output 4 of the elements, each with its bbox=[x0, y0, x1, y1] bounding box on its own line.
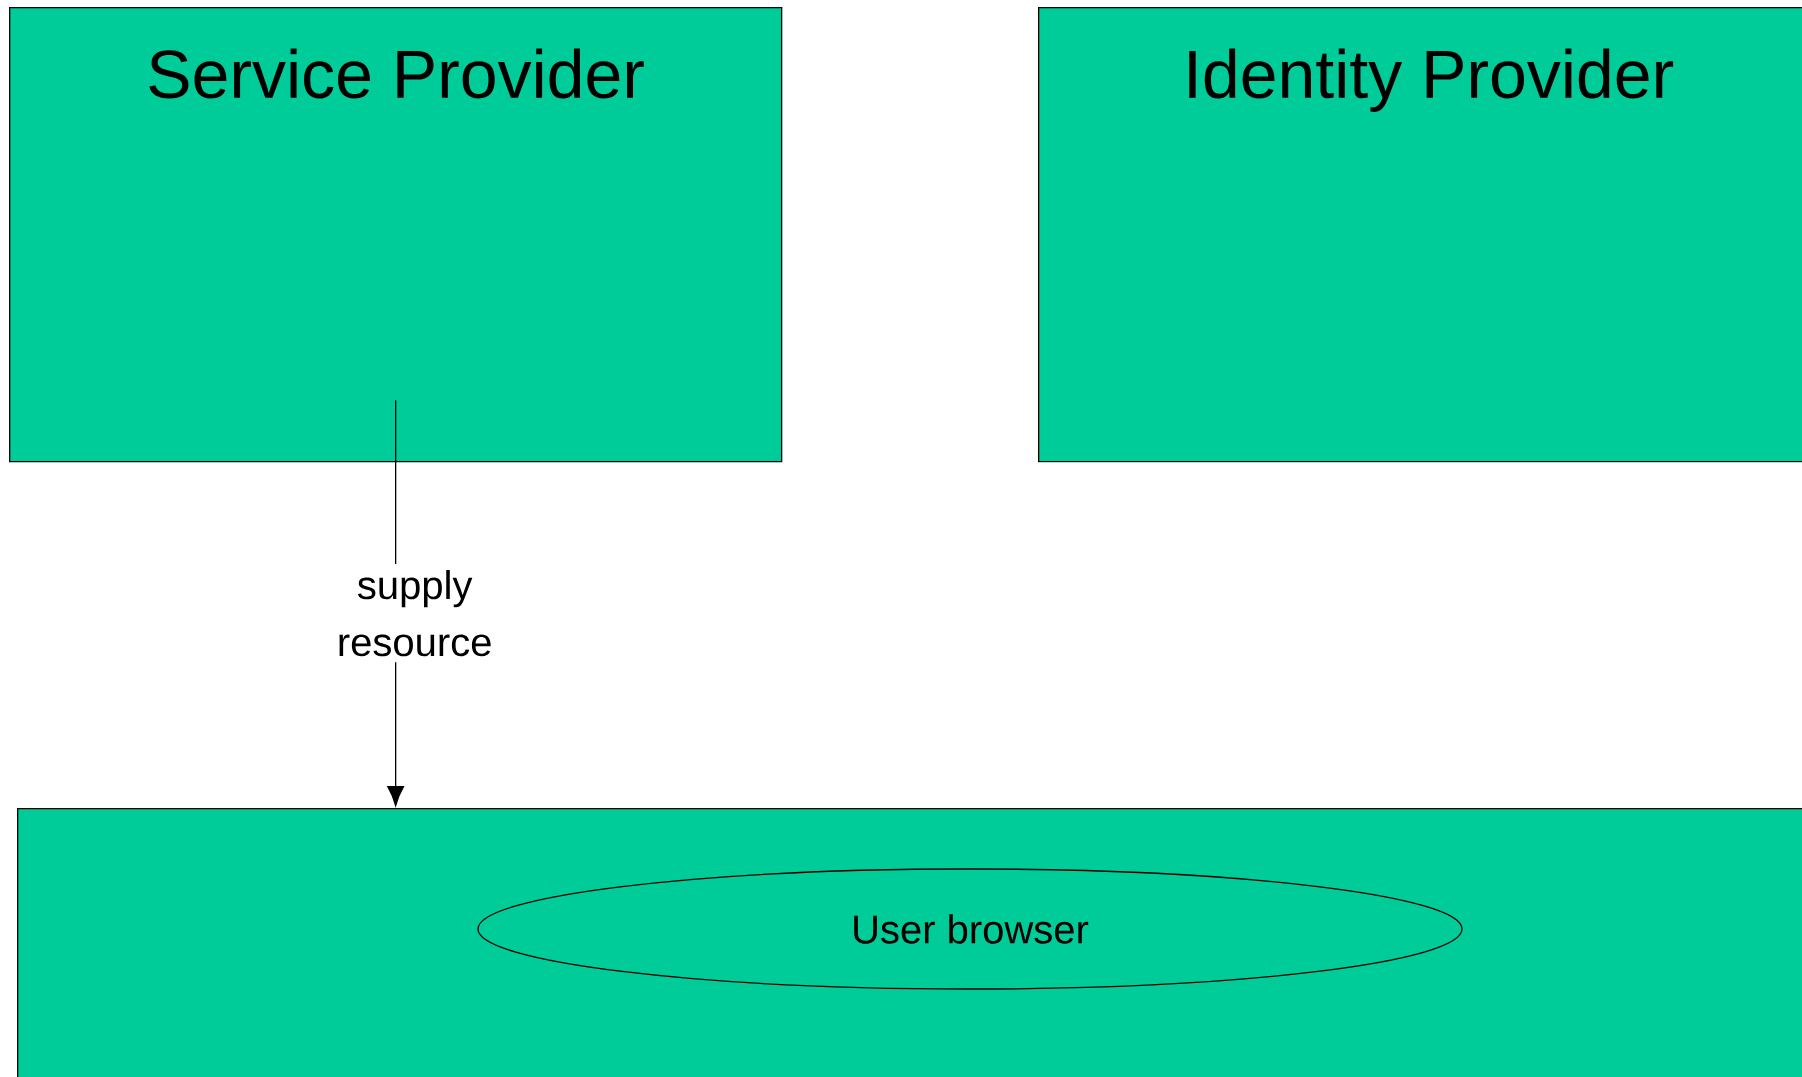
ellipse-node: User browser bbox=[477, 868, 1463, 990]
edge-label: supply resource bbox=[339, 569, 491, 657]
provider-box: Service Provider bbox=[9, 7, 783, 463]
provider-box: Identity Provider bbox=[1038, 7, 1802, 463]
